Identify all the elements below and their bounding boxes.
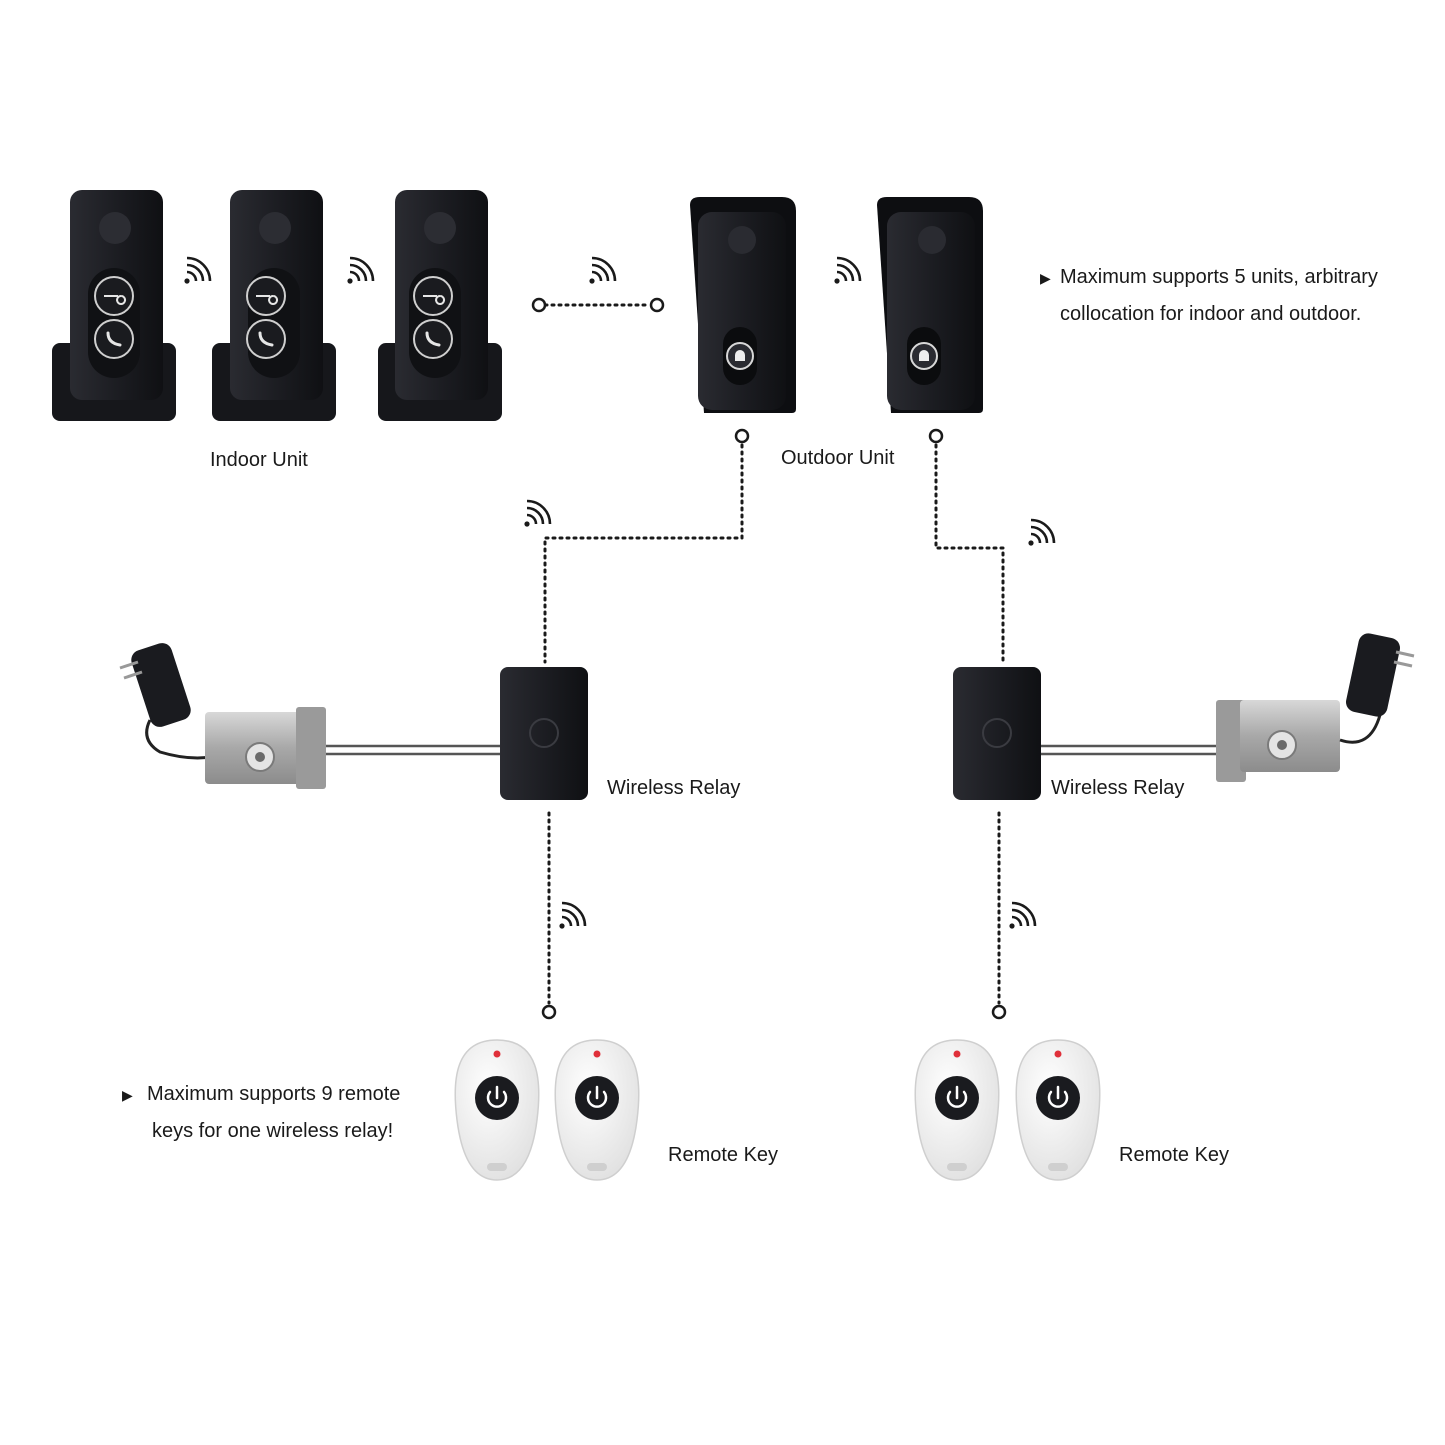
- plug-adapter-icon: [1346, 633, 1400, 717]
- relay-remote-link-right: [991, 811, 1007, 1020]
- bullet-arrow-icon: ▶: [122, 1087, 133, 1103]
- wifi-signal-icon: [558, 901, 587, 930]
- indoor-unit-1: [52, 190, 176, 421]
- remote-key-1: [454, 1039, 540, 1181]
- indoor-unit-2: [212, 190, 336, 421]
- label-outdoor-unit: Outdoor Unit: [781, 447, 895, 469]
- label-indoor-unit: Indoor Unit: [210, 449, 308, 471]
- wifi-signal-icon: [1008, 901, 1037, 930]
- speaker-grille: [99, 212, 131, 244]
- indoor-unit-3: [378, 190, 502, 421]
- wireless-relay-right: [953, 667, 1041, 800]
- plug-adapter-icon: [131, 643, 191, 727]
- speaker-grille: [259, 212, 291, 244]
- outdoor-unit-1: [690, 197, 796, 413]
- outdoor-relay-link-right: [928, 428, 1005, 664]
- remote-key-4: [1015, 1039, 1101, 1181]
- phone-icon: [94, 319, 134, 359]
- note-max-remotes-line2: keys for one wireless relay!: [152, 1120, 394, 1142]
- note-max-remotes-line1: Maximum supports 9 remote: [147, 1083, 401, 1105]
- remote-key-3: [914, 1039, 1000, 1181]
- phone-icon: [246, 319, 286, 359]
- wifi-signal-icon: [183, 256, 212, 285]
- outdoor-unit-2: [877, 197, 983, 413]
- wifi-signal-icon: [833, 256, 862, 285]
- door-lock-left: [205, 707, 326, 789]
- speaker-grille: [918, 226, 946, 254]
- note-max-remotes: ▶ Maximum supports 9 remote keys for one…: [122, 1076, 400, 1150]
- label-remote-key-right: Remote Key: [1119, 1144, 1230, 1166]
- speaker-grille: [728, 226, 756, 254]
- phone-icon: [413, 319, 453, 359]
- note-max-units: ▶ Maximum supports 5 units, arbitrary co…: [1040, 259, 1378, 333]
- wireless-relay-left: [500, 667, 588, 800]
- speaker-grille: [424, 212, 456, 244]
- indoor-outdoor-link: [531, 297, 665, 313]
- outdoor-relay-link-left: [543, 428, 750, 664]
- power-adapter-left: [119, 643, 231, 760]
- note-max-units-line1: Maximum supports 5 units, arbitrary: [1060, 266, 1378, 288]
- wifi-signal-icon: [346, 256, 375, 285]
- label-wireless-relay-left: Wireless Relay: [607, 777, 741, 799]
- label-remote-key-left: Remote Key: [668, 1144, 779, 1166]
- relay-remote-link-left: [541, 811, 557, 1020]
- label-wireless-relay-right: Wireless Relay: [1051, 777, 1185, 799]
- power-adapter-right: [1339, 633, 1415, 744]
- wifi-signal-icon: [1027, 518, 1056, 547]
- wifi-signal-icon: [588, 256, 617, 285]
- door-lock-right: [1216, 700, 1340, 782]
- remote-key-2: [554, 1039, 640, 1181]
- bullet-arrow-icon: ▶: [1040, 270, 1051, 286]
- note-max-units-line2: collocation for indoor and outdoor.: [1060, 303, 1362, 325]
- wifi-signal-icon: [523, 499, 552, 528]
